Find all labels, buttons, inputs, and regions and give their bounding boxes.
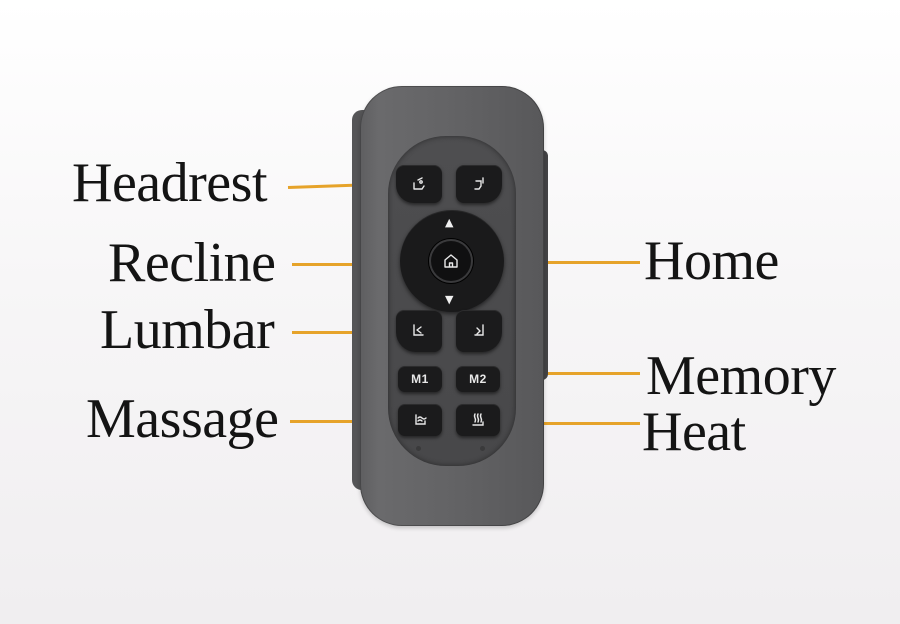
- memory-2-button[interactable]: M2: [456, 366, 500, 392]
- leader-heat: [494, 422, 640, 425]
- leader-lumbar: [292, 331, 404, 334]
- massage-icon: [415, 414, 427, 425]
- indicator-led-right: [480, 446, 485, 451]
- label-lumbar: Lumbar: [100, 299, 275, 361]
- home-button[interactable]: [429, 239, 473, 283]
- leader-massage: [290, 420, 410, 423]
- headrest-up-icon: [413, 177, 425, 190]
- label-headrest: Headrest: [72, 152, 268, 214]
- label-massage: Massage: [86, 388, 279, 450]
- memory-2-label: M2: [469, 372, 487, 386]
- label-home: Home: [644, 230, 779, 292]
- home-icon: [444, 254, 458, 268]
- label-memory: Memory: [646, 345, 836, 407]
- heat-button[interactable]: [456, 404, 500, 436]
- massage-button[interactable]: [398, 404, 442, 436]
- recline-up-arrow[interactable]: ▲: [445, 216, 454, 229]
- memory-1-label: M1: [411, 372, 429, 386]
- lumbar-in-icon: [474, 324, 484, 336]
- lumbar-out-button[interactable]: [396, 310, 442, 352]
- indicator-led-left: [416, 446, 421, 451]
- headrest-down-button[interactable]: [456, 165, 502, 203]
- memory-1-button[interactable]: M1: [398, 366, 442, 392]
- lumbar-out-icon: [413, 324, 424, 336]
- lumbar-in-button[interactable]: [456, 310, 502, 352]
- label-recline: Recline: [108, 232, 276, 294]
- headrest-up-button[interactable]: [396, 165, 442, 203]
- recline-down-arrow[interactable]: ▼: [445, 293, 454, 306]
- label-heat: Heat: [642, 401, 746, 463]
- headrest-down-icon: [474, 177, 484, 190]
- leader-recline: [292, 263, 402, 266]
- leader-memory: [494, 372, 640, 375]
- heat-icon: [472, 413, 484, 426]
